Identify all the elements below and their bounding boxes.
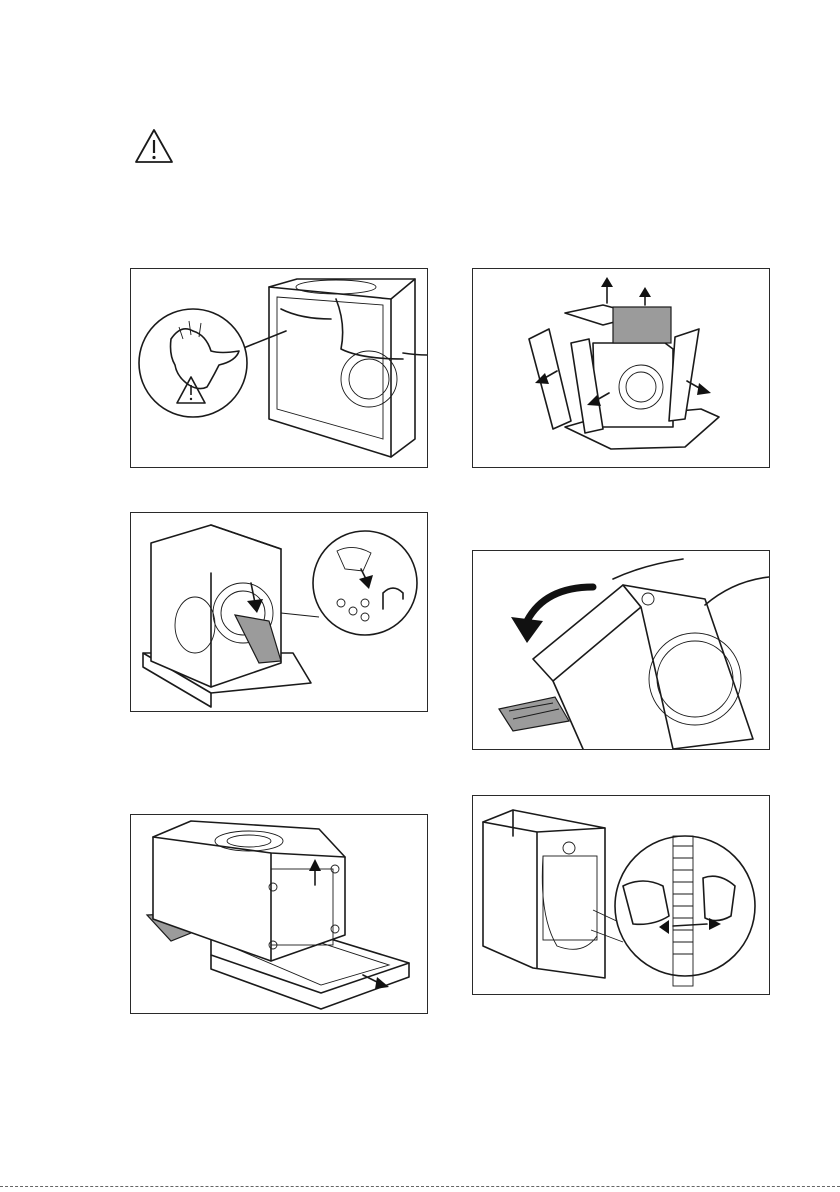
step-remove-polystyrene-base (130, 814, 428, 1014)
warning-triangle-icon (134, 128, 174, 164)
arrow-up-icon (601, 277, 613, 303)
step-remove-bag-from-drum (130, 512, 428, 712)
footer-rule (0, 1186, 840, 1187)
step-remove-hose-from-clips (472, 795, 770, 995)
step-tilt-appliance-backward (472, 550, 770, 750)
step-remove-top-and-corner-protectors (472, 268, 770, 468)
step-remove-packaging-film (130, 268, 428, 468)
gloves-inset (139, 309, 247, 417)
arrow-up-icon (639, 287, 651, 305)
arrow-out-icon (363, 975, 389, 989)
